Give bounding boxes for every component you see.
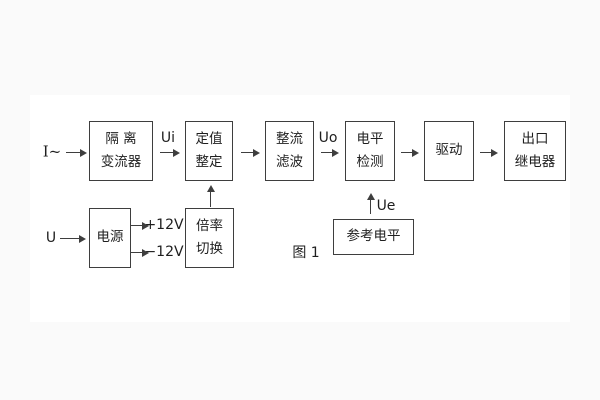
arrow-voltage-input (60, 238, 79, 240)
arrow-level-to-driver (401, 152, 412, 154)
block-text: 切换 (196, 241, 223, 257)
label-signal-ue: Ue (376, 198, 396, 214)
arrow-power-plus12 (131, 225, 142, 227)
block-isolation-converter: 隔 离 变流器 (89, 121, 153, 181)
arrow-driver-to-relay (480, 152, 491, 154)
label-input-voltage: U (45, 230, 57, 246)
block-text: 滤波 (276, 154, 303, 170)
block-text: 倍率 (196, 217, 223, 234)
block-text: 检测 (356, 154, 384, 170)
label-input-current: I~ (42, 142, 62, 161)
block-ratio-switch: 倍率 切换 (185, 208, 234, 268)
block-driver: 驱动 (424, 121, 474, 181)
block-text: 隔 离 (105, 130, 137, 147)
block-level-detection: 电平 检测 (345, 121, 395, 181)
block-text: 整流 (276, 130, 303, 147)
label-minus-12v: −12V (144, 244, 184, 260)
block-text: 驱动 (435, 142, 463, 159)
block-reference-level: 参考电平 (333, 219, 414, 255)
block-text: 参考电平 (346, 228, 401, 245)
label-signal-ui: Ui (160, 130, 176, 146)
arrow-reference-to-level (370, 200, 372, 214)
block-output-relay: 出口 继电器 (504, 121, 566, 181)
label-plus-12v: +12V (144, 217, 184, 233)
arrow-ratio-to-setting (210, 192, 212, 207)
block-power-supply: 电源 (89, 208, 131, 268)
arrow-setting-to-rectifier (241, 152, 253, 154)
arrow-power-minus12 (131, 252, 142, 254)
block-text: 变流器 (100, 154, 142, 170)
block-text: 出口 (521, 130, 549, 147)
block-setting-adjustment: 定值 整定 (185, 121, 233, 181)
block-text: 电平 (356, 130, 384, 147)
block-text: 电源 (96, 229, 124, 246)
label-signal-uo: Uo (318, 130, 338, 146)
block-text: 定值 (195, 130, 223, 147)
block-rectifier-filter: 整流 滤波 (265, 121, 314, 181)
arrow-current-input (66, 152, 80, 154)
arrow-isolation-to-setting (160, 152, 173, 154)
arrow-rectifier-to-level (321, 152, 332, 154)
block-text: 继电器 (514, 154, 556, 170)
figure-caption: 图 1 (292, 245, 320, 261)
block-text: 整定 (195, 154, 223, 170)
